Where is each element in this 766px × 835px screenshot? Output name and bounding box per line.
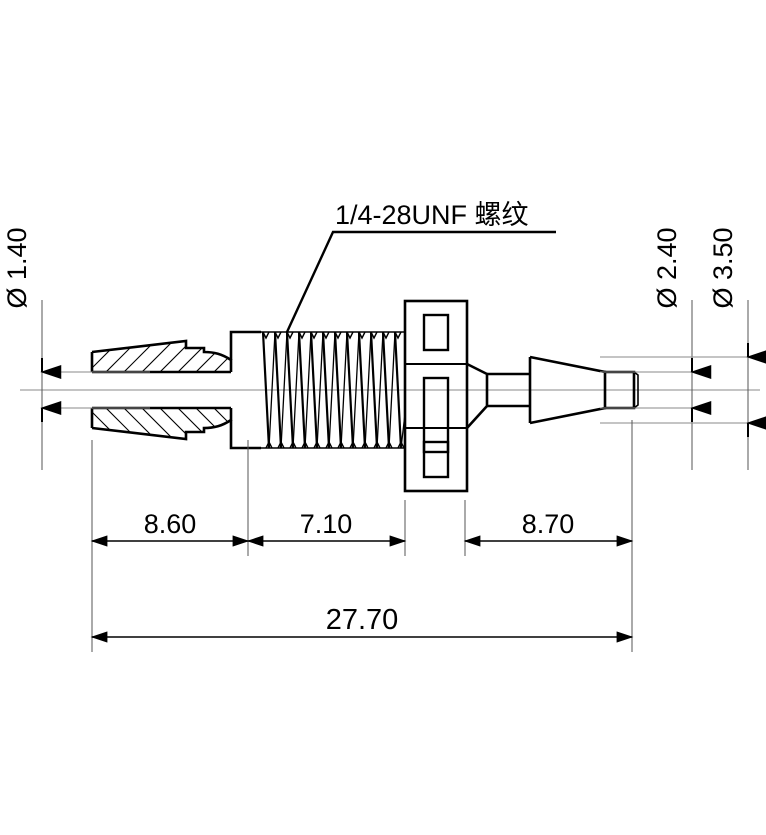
flange-panel-top <box>422 313 450 352</box>
thread-callout-label: 1/4-28UNF 螺纹 <box>335 200 529 230</box>
barb-thread-transition <box>229 330 261 450</box>
dimension-outlet-length-label: 8.70 <box>522 509 575 539</box>
dimension-overall-length: 27.70 <box>90 604 634 643</box>
dimension-left-bore-label: Ø 1.40 <box>2 227 32 308</box>
thread-callout-leader <box>285 230 556 333</box>
thread-profile <box>261 331 406 449</box>
flange-panel-middle <box>422 376 450 454</box>
dimension-left-bore-diameter: Ø 1.40 <box>2 227 150 470</box>
dimension-right-outer-label: Ø 3.50 <box>708 227 738 308</box>
dimension-right-inner-diameter: Ø 2.40 <box>600 227 712 470</box>
dimension-barb-length-label: 8.60 <box>144 509 197 539</box>
flange-panel-bottom <box>422 440 450 479</box>
dimension-right-outer-diameter: Ø 3.50 <box>600 227 766 470</box>
left-barb-section-hatch-upper <box>92 341 231 372</box>
dimension-right-inner-label: Ø 2.40 <box>652 227 682 308</box>
dimension-thread-length: 7.10 <box>246 509 407 547</box>
dimension-barb-length: 8.60 <box>90 509 250 547</box>
dimension-overall-length-label: 27.70 <box>326 604 399 636</box>
flange-body <box>403 299 469 493</box>
flange-grip-panels <box>422 313 450 479</box>
dimension-thread-length-label: 7.10 <box>300 509 353 539</box>
dimension-outlet-length: 8.70 <box>463 509 634 547</box>
